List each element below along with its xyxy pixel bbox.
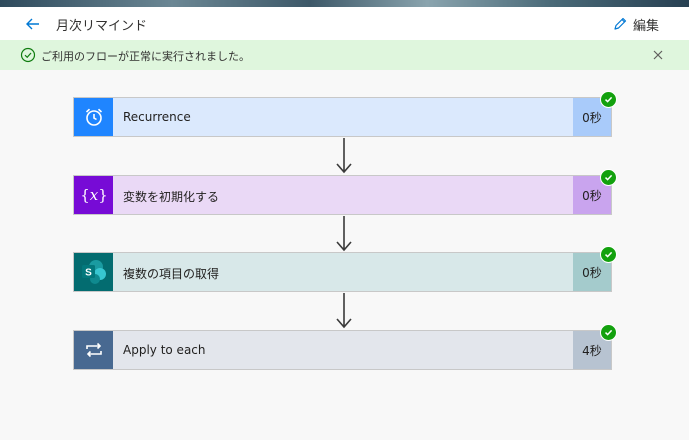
top-background-strip: [0, 0, 689, 7]
step-card-get-items[interactable]: S 複数の項目の取得 0秒: [73, 246, 617, 292]
variable-icon: {𝑥}: [80, 186, 108, 204]
banner-message: ご利用のフローが正常に実行されました。: [41, 50, 250, 63]
step-icon-box: S: [74, 253, 113, 291]
sharepoint-icon: S: [81, 260, 106, 284]
pencil-icon: [614, 17, 627, 30]
down-arrow-icon: [336, 293, 352, 329]
svg-text:S: S: [85, 268, 92, 279]
loop-icon: [85, 342, 102, 358]
step-card-initialize-variable[interactable]: {𝑥} 変数を初期化する 0秒: [73, 169, 617, 215]
down-arrow-icon: [336, 216, 352, 252]
step-icon-box: [74, 331, 113, 369]
success-check-circle-icon: [20, 47, 36, 63]
success-check-icon: [600, 246, 617, 263]
success-banner: ご利用のフローが正常に実行されました。: [0, 40, 689, 70]
step-label: 変数を初期化する: [123, 190, 220, 204]
close-icon[interactable]: [652, 49, 664, 61]
back-button[interactable]: [22, 13, 44, 35]
step-icon-box: [74, 98, 113, 136]
success-check-icon: [600, 324, 617, 341]
back-arrow-icon: [26, 18, 39, 30]
step-card-apply-to-each[interactable]: Apply to each 4秒: [73, 324, 617, 370]
step-label: Recurrence: [123, 110, 191, 124]
step-label: Apply to each: [123, 343, 206, 357]
step-card-recurrence[interactable]: Recurrence 0秒: [73, 91, 617, 137]
step-label: 複数の項目の取得: [123, 267, 220, 281]
edit-label: 編集: [632, 18, 659, 34]
down-arrow-icon: [336, 138, 352, 174]
header-bar: 月次リマインド 編集: [0, 7, 689, 40]
alarm-clock-icon: [85, 108, 102, 126]
page-title: 月次リマインド: [56, 19, 148, 34]
success-check-icon: [600, 169, 617, 186]
step-icon-box: {𝑥}: [74, 176, 113, 214]
svg-text:{𝑥}: {𝑥}: [80, 186, 108, 204]
success-check-icon: [600, 91, 617, 108]
edit-button[interactable]: 編集: [612, 13, 659, 35]
step-duration: 0秒: [573, 98, 611, 136]
